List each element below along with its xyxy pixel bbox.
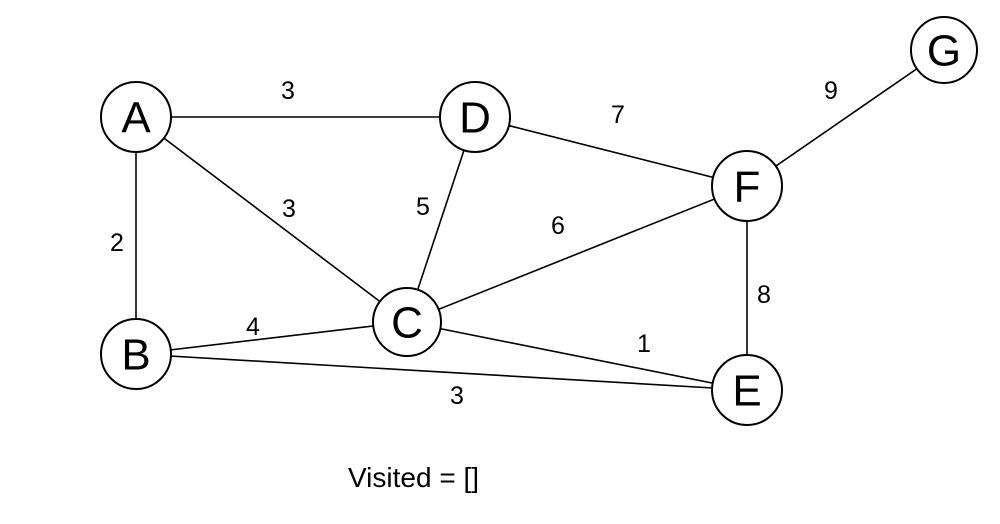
node-F[interactable]: F [711, 150, 783, 222]
node-label-B: B [121, 331, 150, 380]
edge-weight-F-E: 8 [757, 281, 771, 309]
visited-status: Visited = [] [348, 462, 480, 493]
node-E[interactable]: E [711, 354, 783, 426]
edge-B-C [135, 321, 408, 355]
edge-weight-D-C: 5 [416, 193, 430, 221]
node-circle-A [100, 81, 172, 153]
node-circle-F [711, 150, 783, 222]
edge-C-F [406, 185, 748, 323]
node-label-D: D [459, 94, 491, 143]
edge-weight-D-F: 7 [611, 101, 625, 129]
node-circle-E [711, 354, 783, 426]
node-A[interactable]: A [100, 81, 172, 153]
node-label-G: G [927, 27, 961, 76]
node-circle-C [372, 287, 442, 357]
node-label-C: C [391, 299, 423, 348]
node-circle-G [910, 16, 978, 84]
edge-B-E [135, 353, 748, 391]
node-D[interactable]: D [439, 81, 511, 153]
node-label-E: E [732, 367, 761, 416]
edge-weight-F-G: 9 [824, 77, 838, 105]
edge-weight-B-E: 3 [450, 382, 464, 410]
edge-weight-A-D: 3 [281, 77, 295, 105]
node-label-A: A [121, 94, 151, 143]
edge-weight-A-B: 2 [110, 229, 124, 257]
node-label-F: F [734, 163, 761, 212]
edge-F-G [746, 49, 945, 187]
edge-weight-B-C: 4 [246, 313, 260, 341]
edge-weight-C-E: 1 [637, 330, 651, 358]
node-circle-D [439, 81, 511, 153]
edge-weight-A-C: 3 [282, 195, 296, 223]
edge-D-F [474, 116, 748, 187]
edge-A-C [135, 116, 408, 323]
edge-C-E [406, 321, 748, 391]
edge-weight-C-F: 6 [551, 212, 565, 240]
node-G[interactable]: G [910, 16, 978, 84]
node-circle-B [100, 318, 172, 390]
node-B[interactable]: B [100, 318, 172, 390]
node-C[interactable]: C [372, 287, 442, 357]
